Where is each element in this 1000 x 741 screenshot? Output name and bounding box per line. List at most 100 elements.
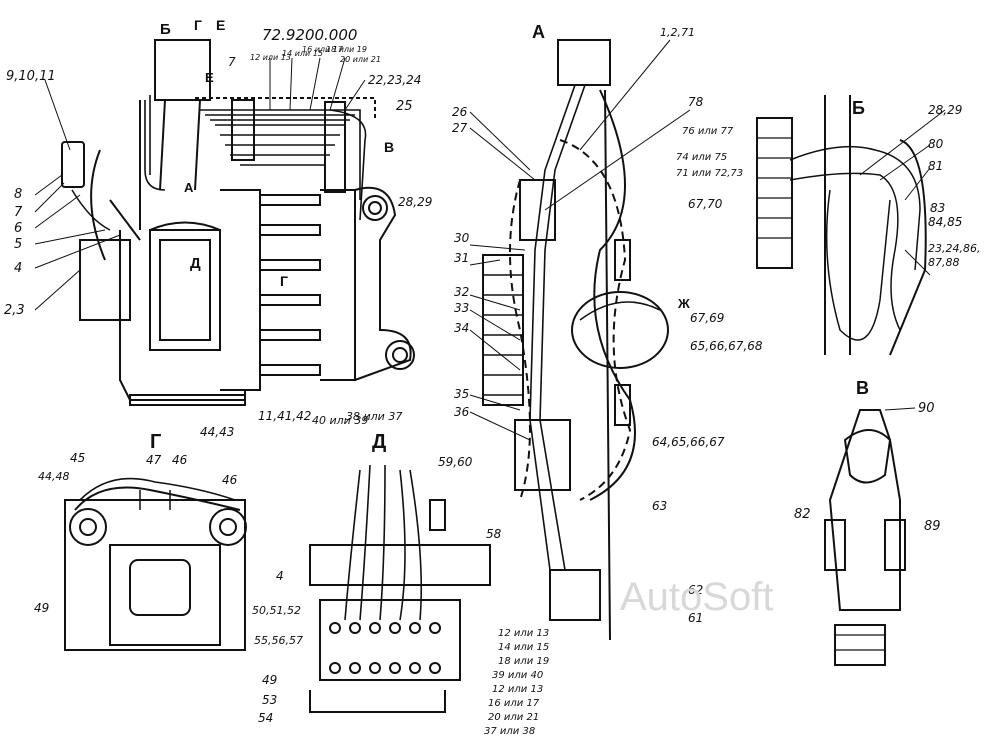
callout-top-7: 7 xyxy=(228,55,236,69)
callout-46-right: 46 xyxy=(222,473,238,487)
base-plate xyxy=(129,394,246,406)
callout-top-22: 22,23,24 xyxy=(368,73,421,87)
callout-61: 61 xyxy=(688,611,703,625)
main-wire-1 xyxy=(529,84,576,571)
frame-rail xyxy=(604,89,611,641)
connector-b xyxy=(756,117,793,269)
callout-27: 27 xyxy=(452,121,468,135)
view-label-v-inner: В xyxy=(384,139,394,155)
g-roller-left xyxy=(69,508,107,546)
terminal-strip-ribs xyxy=(483,274,523,396)
g-motor xyxy=(129,559,191,616)
clamp-22 xyxy=(324,101,346,193)
callout-9-10-11: 9,10,11 xyxy=(6,69,56,84)
callout-54: 54 xyxy=(258,711,273,725)
v-base xyxy=(834,624,886,666)
callout-84-85: 84,85 xyxy=(928,215,962,229)
callout-top-20: 20 или 21 xyxy=(340,55,381,64)
frame-curve xyxy=(589,89,636,501)
view-label-b-top: Б xyxy=(160,21,171,38)
v-cap xyxy=(843,429,892,484)
v-clip-89 xyxy=(884,519,906,571)
callout-53: 53 xyxy=(262,693,277,707)
d-clip-58 xyxy=(429,499,446,531)
callout-2-3: 2,3 xyxy=(4,303,25,318)
callout-46-top: 46 xyxy=(172,453,188,467)
b-frame xyxy=(824,95,927,356)
view-title-v: В xyxy=(856,378,869,398)
callout-35: 35 xyxy=(454,387,469,401)
motor-core xyxy=(159,239,211,341)
callout-49-right: 49 xyxy=(262,673,277,687)
callout-82: 82 xyxy=(794,507,811,522)
callout-8: 8 xyxy=(14,187,22,202)
callout-44-43: 44,43 xyxy=(200,425,234,439)
bottom-connector xyxy=(549,569,601,621)
callout-6: 6 xyxy=(14,221,22,236)
top-bracket xyxy=(154,39,211,101)
callout-44-48: 44,48 xyxy=(38,470,70,483)
callout-1-2-71: 1,2,71 xyxy=(660,26,695,39)
callout-23-24-86: 23,24,86, xyxy=(928,242,980,255)
callout-45: 45 xyxy=(70,451,85,465)
callout-d-14-15: 14 или 15 xyxy=(498,642,549,653)
plate xyxy=(220,189,261,391)
view-label-d-inner: Д xyxy=(190,255,201,272)
callout-78: 78 xyxy=(688,95,704,109)
g-inner xyxy=(109,544,221,646)
view-label-g-top: Г xyxy=(194,17,202,33)
callout-top-18: 18 или 19 xyxy=(326,45,367,54)
callout-55-56-57: 55,56,57 xyxy=(254,634,303,647)
callout-11-41-42: 11,41,42 xyxy=(258,409,311,423)
g-roller-right xyxy=(209,508,247,546)
connector-9 xyxy=(61,141,85,188)
callout-80: 80 xyxy=(928,137,944,151)
callout-d-12-13-b: 12 или 13 xyxy=(492,684,543,695)
callout-83: 83 xyxy=(930,201,945,215)
callout-28-29-left: 28,29 xyxy=(398,195,432,209)
callout-top-12: 12 или 13 xyxy=(250,53,291,62)
view-label-e: Е xyxy=(205,70,214,85)
callout-90: 90 xyxy=(918,401,935,416)
d-bottom-strap xyxy=(309,690,446,713)
callout-67-69: 67,69 xyxy=(690,311,724,325)
top-connector xyxy=(557,39,611,86)
lug-plate xyxy=(354,186,412,381)
callout-d-4: 4 xyxy=(276,569,284,583)
dashed-outline xyxy=(509,139,632,501)
g-wire xyxy=(74,486,241,511)
v-clip-82 xyxy=(824,519,846,571)
callout-d-39-40: 39 или 40 xyxy=(492,670,543,681)
callout-top-14: 14 или 15 xyxy=(282,49,323,58)
callout-36: 36 xyxy=(454,405,470,419)
g-frame xyxy=(64,499,246,651)
line-art xyxy=(61,39,927,713)
callout-67-70: 67,70 xyxy=(688,197,723,211)
leader-lines xyxy=(34,39,946,441)
view-title-d: Д xyxy=(372,431,386,453)
d-wires xyxy=(344,464,423,621)
lower-block xyxy=(514,419,571,491)
bracket-upper xyxy=(614,239,631,281)
callout-63: 63 xyxy=(652,499,667,513)
callout-62: 62 xyxy=(688,583,703,597)
view-label-e-top: Е xyxy=(216,17,225,33)
lug-hole-bottom xyxy=(385,340,415,370)
callout-76-77: 76 или 77 xyxy=(682,126,734,137)
callout-5: 5 xyxy=(14,237,22,252)
callout-d-20-21: 20 или 21 xyxy=(488,712,539,723)
callout-33: 33 xyxy=(454,301,469,315)
view-label-a-inner: А xyxy=(184,180,194,195)
callout-d-16-17: 16 или 17 xyxy=(488,698,540,709)
callout-64-65-66-67: 64,65,66,67 xyxy=(652,435,725,449)
callout-d-18-19: 18 или 19 xyxy=(498,656,549,667)
callout-71-72-73: 71 или 72,73 xyxy=(676,168,743,179)
view-title-b: Б xyxy=(852,98,865,118)
drawing-number: 72.9200.000 xyxy=(262,26,357,44)
bracket-lower xyxy=(614,384,631,426)
callout-74-75: 74 или 75 xyxy=(676,152,727,163)
callout-81: 81 xyxy=(928,159,943,173)
callout-b-28-29: 28,29 xyxy=(928,103,962,117)
